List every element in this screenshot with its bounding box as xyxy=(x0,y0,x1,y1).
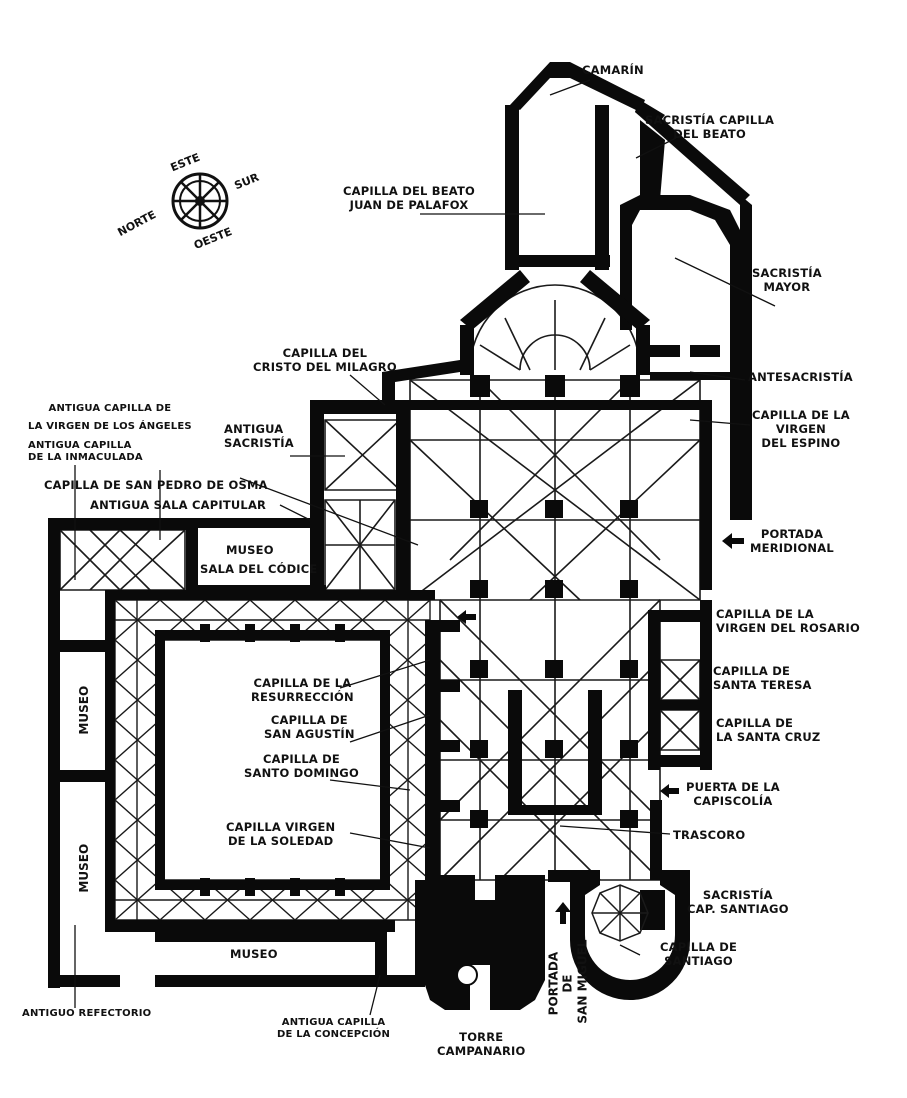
label-sacristia-capilla-beato: SACRISTÍA CAPILLA DEL BEATO xyxy=(645,113,775,142)
label-sala-codice: SALA DEL CÓDICE xyxy=(200,562,318,576)
label-capilla-beato-palafox: CAPILLA DEL BEATO JUAN DE PALAFOX xyxy=(343,184,475,213)
label-concepcion: ANTIGUA CAPILLA DE LA CONCEPCIÓN xyxy=(277,1017,391,1041)
label-cristo-milagro: CAPILLA DEL CRISTO DEL MILAGRO xyxy=(253,346,397,375)
santiago-octagon xyxy=(591,884,649,942)
walls xyxy=(48,62,752,1010)
label-san-agustin: CAPILLA DE SAN AGUSTÍN xyxy=(264,713,355,742)
label-museo-bottom: MUSEO xyxy=(230,947,278,961)
label-puerta-capiscolia: PUERTA DE LA CAPISCOLÍA xyxy=(686,780,780,809)
leader-lines xyxy=(74,79,776,1016)
label-virgen-espino: CAPILLA DE LA VIRGEN DEL ESPINO xyxy=(752,408,850,451)
label-antiguo-refectorio: ANTIGUO REFECTORIO xyxy=(22,1008,152,1019)
label-portada-san-miguel: PORTADA DE SAN MIGUEL xyxy=(546,939,590,1024)
label-trascoro: TRASCORO xyxy=(673,828,746,842)
compass-rose xyxy=(171,172,229,230)
label-san-pedro-osma: CAPILLA DE SAN PEDRO DE OSMA xyxy=(44,478,268,492)
label-museo-left-top: MUSEO xyxy=(76,685,91,735)
museum-rooms xyxy=(62,530,375,975)
label-resurreccion: CAPILLA DE LA RESURRECCIÓN xyxy=(251,676,354,705)
label-inmaculada: ANTIGUA CAPILLA DE LA INMACULADA xyxy=(28,440,143,464)
label-antesacristia: ANTESACRISTÍA xyxy=(748,370,853,384)
label-sacristia-santiago: SACRISTÍA CAP. SANTIAGO xyxy=(687,888,789,917)
label-santa-teresa: CAPILLA DE SANTA TERESA xyxy=(713,664,812,693)
label-antigua-sacristia: ANTIGUA SACRISTÍA xyxy=(224,422,294,451)
entrance-arrows xyxy=(457,533,744,924)
label-santo-domingo: CAPILLA DE SANTO DOMINGO xyxy=(244,752,359,781)
label-virgen-soledad: CAPILLA VIRGEN DE LA SOLEDAD xyxy=(226,820,336,849)
label-virgen-angeles: ANTIGUA CAPILLA DE LA VIRGEN DE LOS ÁNGE… xyxy=(28,403,192,432)
spiral-stair xyxy=(456,964,478,986)
label-museo-codice: MUSEO xyxy=(226,543,274,557)
label-sala-capitular: ANTIGUA SALA CAPITULAR xyxy=(90,498,267,512)
label-museo-left-bottom: MUSEO xyxy=(76,843,91,893)
label-sacristia-mayor: SACRISTÍA MAYOR xyxy=(752,266,822,295)
label-capilla-santiago: CAPILLA DE SANTIAGO xyxy=(660,940,738,969)
label-camarin: CAMARÍN xyxy=(582,63,644,77)
label-virgen-rosario: CAPILLA DE LA VIRGEN DEL ROSARIO xyxy=(716,607,861,636)
label-portada-meridional: PORTADA MERIDIONAL xyxy=(750,527,834,556)
label-santa-cruz: CAPILLA DE LA SANTA CRUZ xyxy=(716,716,821,745)
label-torre-campanario: TORRE CAMPANARIO xyxy=(437,1030,526,1059)
